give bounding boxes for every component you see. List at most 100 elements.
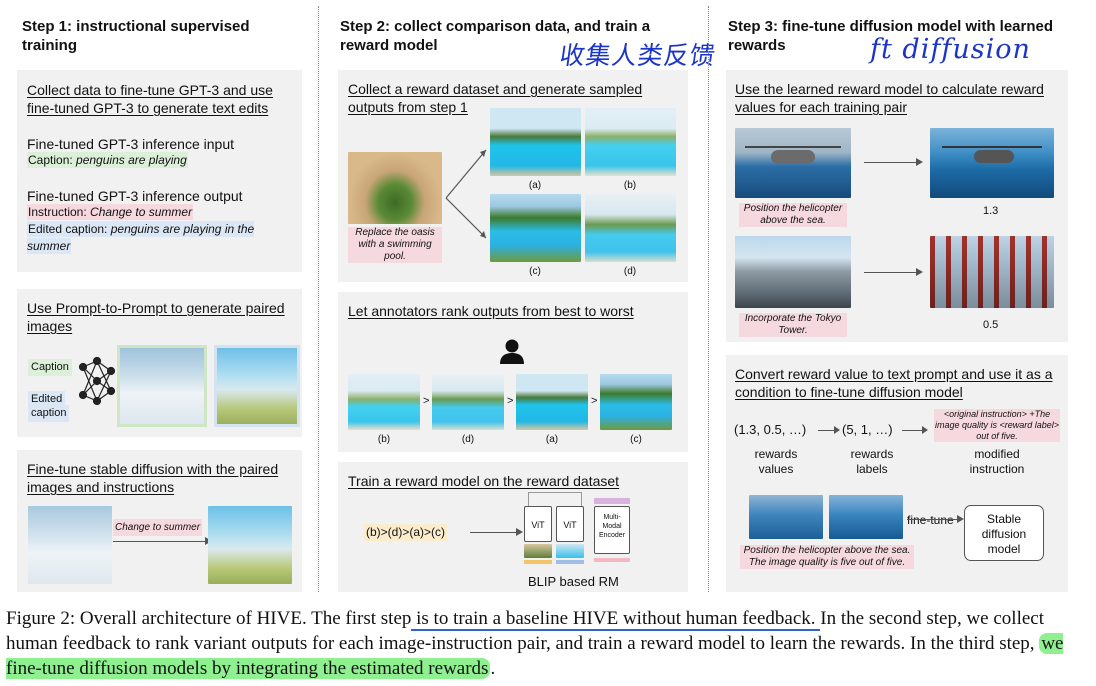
edited-tag-line1: Edited bbox=[28, 391, 66, 408]
thumb-oasis bbox=[524, 544, 552, 558]
tokyo-tower-image bbox=[930, 236, 1054, 308]
step2-panel-dataset: Collect a reward dataset and generate sa… bbox=[338, 70, 688, 282]
arrow-head-icon bbox=[957, 515, 964, 523]
ranked-image-a bbox=[516, 374, 588, 430]
step2-panel-train: Train a reward model on the reward datas… bbox=[338, 462, 688, 592]
label-b: (b) bbox=[623, 180, 637, 191]
encoder-top-bar bbox=[594, 498, 630, 504]
pair1-caption: Position the helicopter above the sea. bbox=[739, 203, 847, 227]
pair2-value: 0.5 bbox=[983, 319, 999, 331]
helicopter-over-sea-image bbox=[930, 128, 1054, 198]
divider-1 bbox=[318, 6, 319, 592]
arrow-head-icon bbox=[922, 426, 928, 434]
panel-title: Let annotators rank outputs from best to… bbox=[348, 303, 634, 319]
step1-panel-p2p: Use Prompt-to-Prompt to generate paired … bbox=[17, 289, 302, 437]
edited-caption-line: Edited caption: penguins are playing in … bbox=[27, 221, 297, 255]
input-heading: Fine-tuned GPT-3 inference input bbox=[27, 136, 235, 152]
multimodal-encoder-block: Multi-Modal Encoder bbox=[594, 506, 630, 554]
arrow bbox=[907, 519, 959, 520]
caption-line: Caption: penguins are playing bbox=[27, 152, 188, 168]
ranked-image-d bbox=[432, 374, 504, 430]
sample-image-b bbox=[585, 108, 676, 176]
arrow bbox=[864, 162, 918, 163]
figure-caption: Figure 2: Overall architecture of HIVE. … bbox=[6, 606, 1094, 681]
rank-label-1: (b) bbox=[377, 434, 391, 445]
penguins-input-image bbox=[28, 506, 112, 584]
rank-sep-2: > bbox=[507, 395, 514, 407]
rewards-values-label: rewards values bbox=[754, 447, 798, 476]
step3-panel-reward: Use the learned reward model to calculat… bbox=[726, 70, 1068, 342]
rewards-labels: (5, 1, …) bbox=[842, 422, 893, 437]
step2-panel-rank: Let annotators rank outputs from best to… bbox=[338, 292, 688, 452]
penguins-output-image bbox=[208, 506, 292, 584]
step1-title: Step 1: instructional supervised trainin… bbox=[22, 18, 250, 54]
panel-title: Collect data to fine-tune GPT-3 and use … bbox=[27, 82, 273, 116]
step3-title: Step 3: fine-tune diffusion model with l… bbox=[728, 18, 1054, 54]
edited-label: Edited caption: bbox=[28, 222, 111, 236]
handwritten-note: 收集人类反馈 bbox=[557, 41, 718, 70]
rewards-labels-label: rewards labels bbox=[850, 447, 894, 476]
arrow bbox=[818, 430, 836, 431]
finetune-image-2 bbox=[829, 495, 903, 539]
finetune-image-1 bbox=[749, 495, 823, 539]
caption-part-3: In the second step, we collect human fee… bbox=[6, 608, 1044, 654]
instruction-value: Change to summer bbox=[90, 205, 193, 219]
step1-panel-finetune: Fine-tune stable diffusion with the pair… bbox=[17, 450, 302, 592]
source-caption: Replace the oasis with a swimming pool. bbox=[348, 227, 442, 263]
annotator-person-icon bbox=[500, 339, 524, 364]
arrow-head-icon bbox=[916, 268, 923, 276]
edited-tag-line2: caption bbox=[28, 405, 70, 422]
ranked-image-b bbox=[348, 374, 420, 430]
step3-panel-convert: Convert reward value to text prompt and … bbox=[726, 355, 1068, 592]
instruction-label: Instruction: bbox=[28, 205, 91, 219]
pair1-value: 1.3 bbox=[983, 205, 999, 217]
label-c: (c) bbox=[529, 266, 541, 277]
penguins-winter-image bbox=[117, 345, 207, 427]
caption-part-5: . bbox=[490, 658, 496, 679]
arrow-head-icon bbox=[834, 426, 840, 434]
step2-title: Step 2: collect comparison data, and tra… bbox=[340, 18, 651, 54]
caption-part-1: Figure 2: Overall architecture of HIVE. … bbox=[6, 608, 412, 629]
oasis-source-image bbox=[348, 152, 442, 224]
arrow bbox=[902, 430, 924, 431]
panel-title: Use the learned reward model to calculat… bbox=[735, 81, 1044, 115]
thumb-pool bbox=[556, 544, 584, 558]
sample-image-a bbox=[490, 108, 581, 176]
bottom-caption: Position the helicopter above the sea. T… bbox=[740, 545, 914, 569]
instruction-tag: Change to summer bbox=[113, 519, 203, 536]
finetune-label: fine-tune bbox=[907, 513, 954, 527]
label-a: (a) bbox=[528, 180, 542, 191]
sample-image-d bbox=[585, 194, 676, 262]
sample-image-c bbox=[490, 194, 581, 262]
divider-2 bbox=[708, 6, 709, 592]
rank-label-2: (d) bbox=[461, 434, 475, 445]
thumb-bar-2 bbox=[556, 560, 584, 564]
thumb-bar-1 bbox=[524, 560, 552, 564]
panel-title: Train a reward model on the reward datas… bbox=[348, 473, 620, 489]
caption-tag: Caption bbox=[28, 359, 72, 376]
helicopter-image bbox=[735, 128, 851, 198]
panel-title: Use Prompt-to-Prompt to generate paired … bbox=[27, 300, 285, 334]
arrow bbox=[113, 541, 209, 542]
modified-instruction-label: modified instruction bbox=[969, 447, 1025, 476]
vit-block-2: ViT bbox=[556, 506, 584, 542]
rewards-values: (1.3, 0.5, …) bbox=[734, 422, 807, 437]
rm-caption: BLIP based RM bbox=[528, 574, 619, 589]
caption-label: Caption: bbox=[28, 153, 77, 167]
modified-instruction-text: <original instruction> +The image qualit… bbox=[934, 409, 1060, 442]
caption-underlined-text: is to train a baseline HIVE without huma… bbox=[411, 608, 821, 631]
panel-title: Collect a reward dataset and generate sa… bbox=[348, 81, 643, 115]
panel-title: Fine-tune stable diffusion with the pair… bbox=[27, 461, 279, 495]
ranking-text: (b)>(d)>(a)>(c) bbox=[364, 524, 448, 541]
arrow bbox=[864, 272, 918, 273]
penguins-summer-image bbox=[214, 345, 300, 427]
thumb-bar-3 bbox=[594, 558, 630, 562]
rank-sep-3: > bbox=[591, 395, 598, 407]
ranked-image-c bbox=[600, 374, 672, 430]
fork-arrows bbox=[445, 149, 487, 239]
neural-network-icon bbox=[78, 356, 116, 406]
step1-panel-gpt3: Collect data to fine-tune GPT-3 and use … bbox=[17, 70, 302, 272]
rank-sep-1: > bbox=[423, 395, 430, 407]
caption-value: penguins are playing bbox=[76, 153, 187, 167]
panel-title: Convert reward value to text prompt and … bbox=[735, 366, 1053, 400]
